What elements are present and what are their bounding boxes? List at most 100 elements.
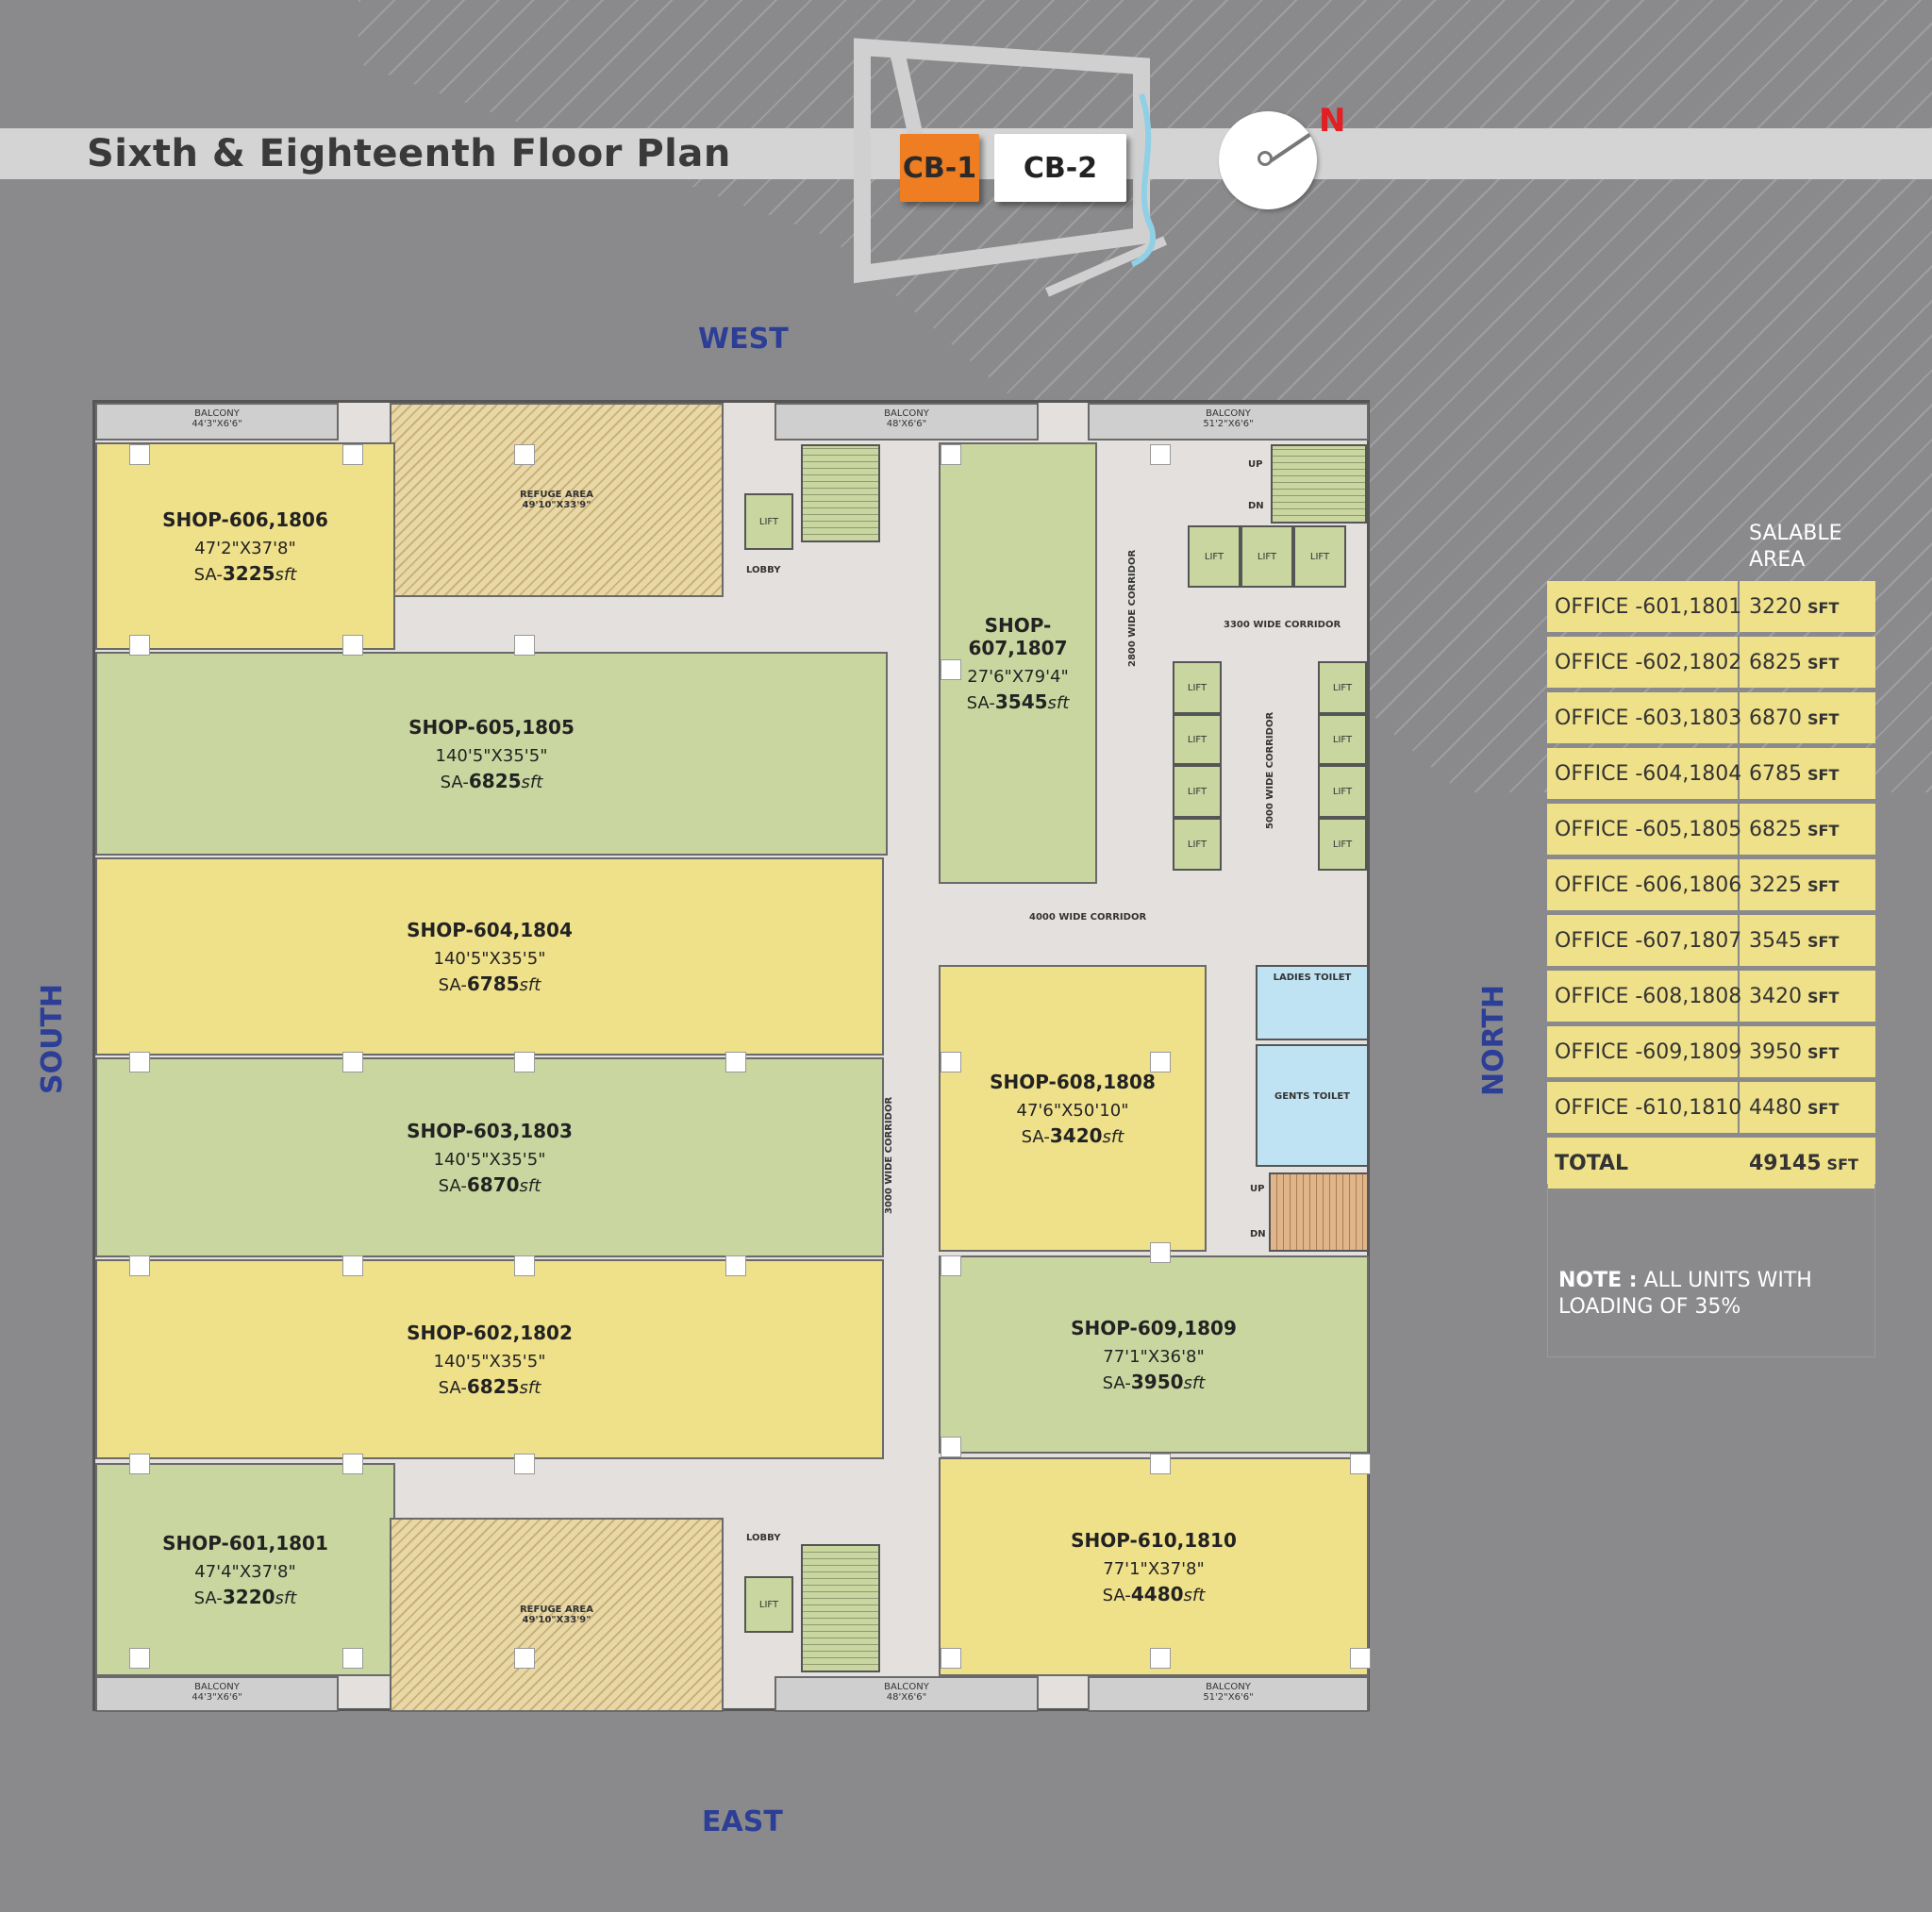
refuge-dim: 49'10"X33'9" [522, 1615, 591, 1625]
sa-unit: sft [519, 1175, 541, 1196]
lift-label: LIFT [1332, 839, 1353, 850]
shop-601: SHOP-601,1801 47'4"X37'8" SA-3220sft [95, 1463, 395, 1676]
stair-dn-label: DN [1248, 501, 1264, 511]
sa-unit: sft [1183, 1372, 1206, 1393]
shop-dim: 140'5"X35'5" [433, 1149, 546, 1170]
stair-top [801, 444, 880, 542]
sa-value: 3420 [1049, 1123, 1103, 1147]
page-title: Sixth & Eighteenth Floor Plan [87, 132, 731, 175]
column [941, 1255, 961, 1276]
stair-bottom-right [1269, 1172, 1369, 1252]
balcony-top-right: BALCONY 51'2"X6'6" [1088, 403, 1369, 441]
gents-toilet: GENTS TOILET [1256, 1044, 1369, 1167]
lobby-label-bottom: LOBBY [746, 1533, 781, 1543]
sa-value: 3545 [994, 690, 1048, 713]
column [514, 1648, 535, 1669]
shop-610: SHOP-610,1810 77'1"X37'8" SA-4480sft [939, 1457, 1369, 1676]
table-cell-unit: OFFICE -601,1801 [1547, 581, 1741, 632]
column [514, 1454, 535, 1474]
sa-value: 3220 [222, 1585, 275, 1608]
balcony-bottom-left: BALCONY 44'3"X6'6" [95, 1676, 339, 1712]
lift-label: LIFT [1332, 786, 1353, 797]
lift-label: LIFT [1187, 839, 1208, 850]
balcony-dim: 44'3"X6'6" [192, 1692, 242, 1703]
area-value: 6870 [1749, 706, 1802, 730]
area-value: 3545 [1749, 928, 1802, 953]
corridor-5000-label: 5000 WIDE CORRIDOR [1265, 711, 1275, 829]
area-value: 6825 [1749, 817, 1802, 841]
shop-dim: 77'1"X36'8" [1103, 1346, 1205, 1367]
column [1350, 1648, 1371, 1669]
shop-name: SHOP-603,1803 [407, 1119, 573, 1142]
column [342, 1454, 363, 1474]
shop-dim: 27'6"X79'4" [967, 666, 1069, 687]
lift-label: LIFT [1187, 786, 1208, 797]
column [725, 1052, 746, 1072]
shop-name: SHOP-601,1801 [162, 1531, 328, 1555]
shop-sa: SA-6870sft [439, 1173, 541, 1196]
column [342, 1648, 363, 1669]
sa-value: 3950 [1130, 1370, 1184, 1393]
refuge-label: REFUGE AREA [519, 1604, 593, 1615]
table-cell-area: 6785 SFT [1740, 762, 1875, 786]
area-value: 3950 [1749, 1039, 1802, 1064]
table-cell-unit: OFFICE -610,1810 [1547, 1082, 1741, 1133]
total-label: TOTAL [1555, 1151, 1629, 1175]
stair-up-label: UP [1248, 459, 1263, 470]
shop-sa: SA-6785sft [439, 973, 541, 995]
sa-prefix: SA- [438, 1377, 467, 1398]
table-cell-unit: OFFICE -607,1807 [1547, 915, 1741, 966]
note-box [1547, 1184, 1875, 1357]
shop-602: SHOP-602,1802 140'5"X35'5" SA-6825sft [95, 1259, 884, 1459]
area-unit: SFT [1807, 876, 1840, 895]
lobby-label-top: LOBBY [746, 565, 781, 575]
column [342, 1052, 363, 1072]
sa-value: 6870 [466, 1172, 520, 1196]
balcony-dim: 51'2"X6'6" [1203, 1692, 1254, 1703]
lift-label: LIFT [758, 516, 779, 527]
balcony-bottom-mid: BALCONY 48'X6'6" [774, 1676, 1039, 1712]
column [941, 444, 961, 465]
key-plan-outline [854, 38, 1168, 297]
corridor-2800-label: 2800 WIDE CORRIDOR [1127, 549, 1138, 667]
column [1150, 1454, 1171, 1474]
gents-toilet-label: GENTS TOILET [1274, 1091, 1350, 1102]
area-value: 3220 [1749, 594, 1802, 619]
stair-up-label-2: UP [1250, 1184, 1265, 1194]
sa-unit: sft [275, 1588, 297, 1608]
shop-name: SHOP-606,1806 [162, 507, 328, 531]
direction-east: EAST [702, 1805, 783, 1838]
column [1150, 1648, 1171, 1669]
area-unit: SFT [1807, 598, 1840, 617]
shop-sa: SA-6825sft [439, 1375, 541, 1398]
area-value: 6785 [1749, 761, 1802, 786]
shop-609: SHOP-609,1809 77'1"X36'8" SA-3950sft [939, 1255, 1369, 1454]
sa-prefix: SA- [438, 1175, 467, 1196]
balcony-label: BALCONY [194, 408, 240, 419]
refuge-dim: 49'10"X33'9" [522, 500, 591, 510]
column [514, 635, 535, 656]
area-value: 6825 [1749, 650, 1802, 674]
area-unit: SFT [1807, 765, 1840, 784]
column [129, 635, 150, 656]
shop-dim: 47'2"X37'8" [194, 538, 296, 558]
table-cell-unit: OFFICE -603,1803 [1547, 692, 1741, 743]
corridor-4000-label: 4000 WIDE CORRIDOR [1029, 912, 1147, 923]
lift-label: LIFT [1204, 551, 1224, 562]
shop-name: SHOP-602,1802 [407, 1321, 573, 1344]
column [514, 444, 535, 465]
direction-north: NORTH [1477, 985, 1510, 1096]
refuge-label: REFUGE AREA [519, 490, 593, 500]
column [941, 1052, 961, 1072]
sa-prefix: SA- [440, 772, 469, 792]
